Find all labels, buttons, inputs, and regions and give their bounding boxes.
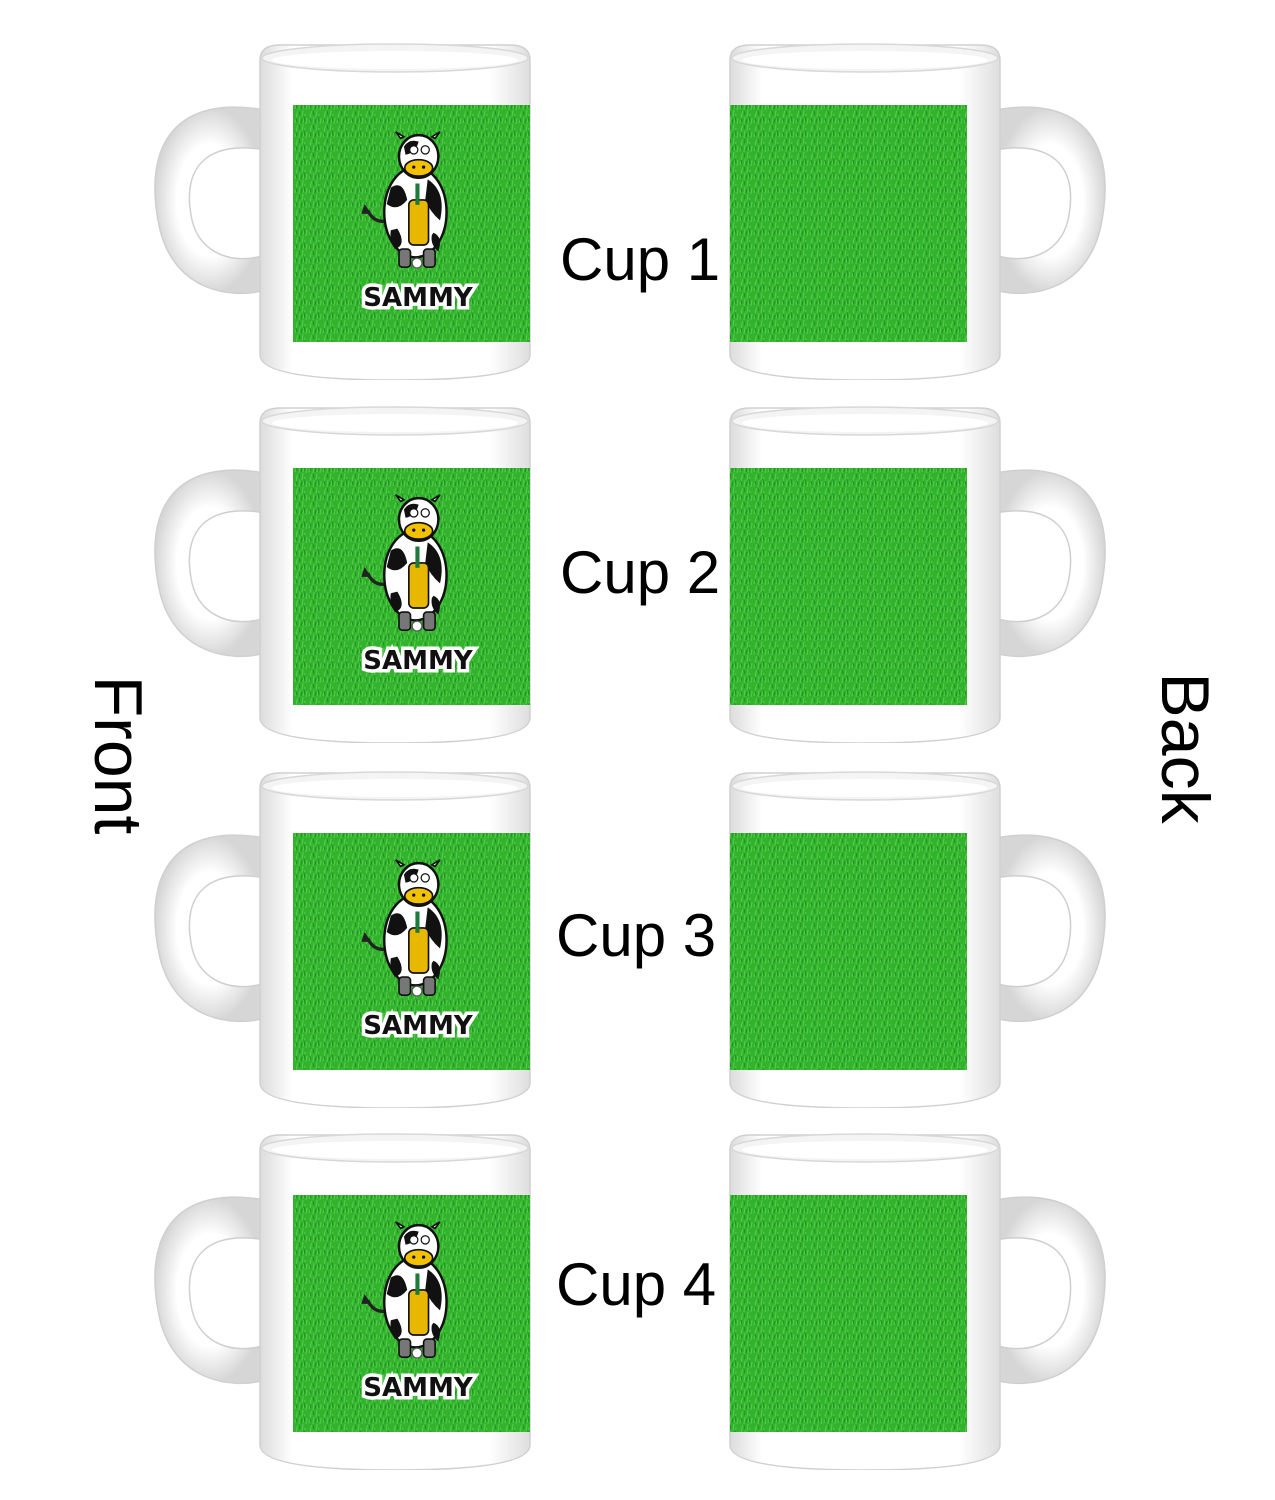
mug-name-text: SAMMY bbox=[363, 283, 474, 313]
mug-back-image bbox=[725, 403, 1145, 743]
mug-name-text: SAMMY bbox=[363, 646, 474, 676]
mug-name-text: SAMMY bbox=[363, 1373, 474, 1403]
mug-name-outline: SAMMY bbox=[363, 646, 474, 676]
mug-name-outline: SAMMY bbox=[363, 1011, 474, 1041]
cow-golfer-icon bbox=[361, 859, 448, 997]
cow-golfer-icon bbox=[361, 1221, 448, 1359]
mug-back-image bbox=[725, 1130, 1145, 1470]
cow-golfer-icon bbox=[361, 494, 448, 632]
mug-back-image bbox=[725, 40, 1145, 380]
mug-back-image bbox=[725, 768, 1145, 1108]
cup-label: Cup 2 bbox=[560, 539, 721, 606]
cup-label: Cup 1 bbox=[560, 226, 721, 293]
mug-name-outline: SAMMY bbox=[363, 1373, 474, 1403]
cup-label: Cup 4 bbox=[556, 1251, 717, 1318]
mug-name-text: SAMMY bbox=[363, 1011, 474, 1041]
cow-golfer-icon bbox=[361, 131, 448, 269]
mug-name-outline: SAMMY bbox=[363, 283, 474, 313]
cup-label: Cup 3 bbox=[556, 902, 717, 969]
